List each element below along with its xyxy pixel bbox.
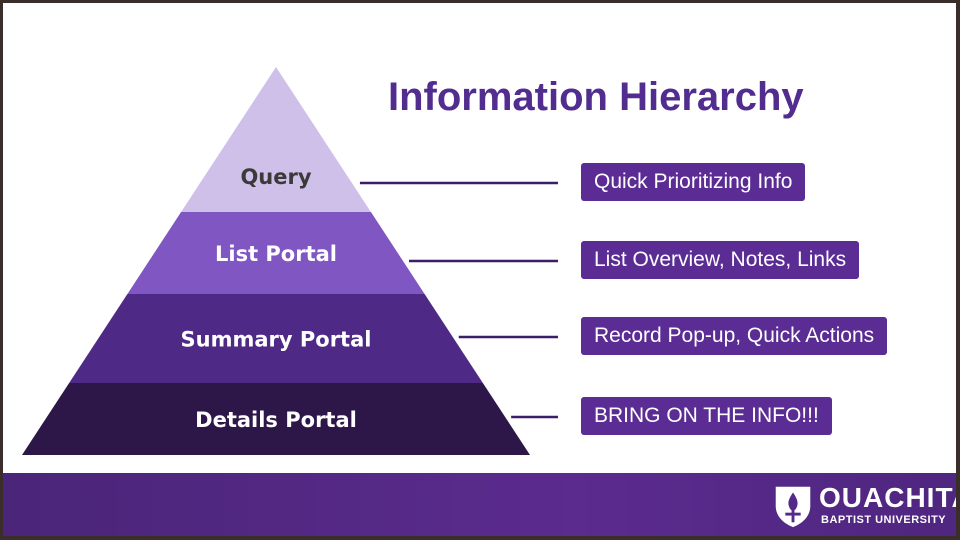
pyramid-tier-label-query: Query <box>240 165 311 189</box>
slide-title: Information Hierarchy <box>388 75 804 119</box>
shield-flame-icon <box>775 486 811 528</box>
pyramid-tier-label-summary-portal: Summary Portal <box>181 328 372 352</box>
logo-name: OUACHITA <box>819 482 956 513</box>
pyramid-tier-details-portal <box>22 383 530 455</box>
pyramid-tier-label-list-portal: List Portal <box>215 242 337 266</box>
connector-lines <box>359 181 558 419</box>
description-query: Quick Prioritizing Info <box>581 163 806 201</box>
logo-subtitle: BAPTIST UNIVERSITY <box>821 514 947 526</box>
pyramid-tier-list-portal <box>127 212 425 294</box>
pyramid-tier-query <box>181 67 371 212</box>
pyramid-tier-label-details-portal: Details Portal <box>195 408 357 432</box>
pyramid-tier-summary-portal <box>69 294 483 383</box>
description-summary-portal: Record Pop-up, Quick Actions <box>581 317 888 355</box>
description-details-portal: BRING ON THE INFO!!! <box>581 397 832 435</box>
description-list-portal: List Overview, Notes, Links <box>581 241 860 279</box>
